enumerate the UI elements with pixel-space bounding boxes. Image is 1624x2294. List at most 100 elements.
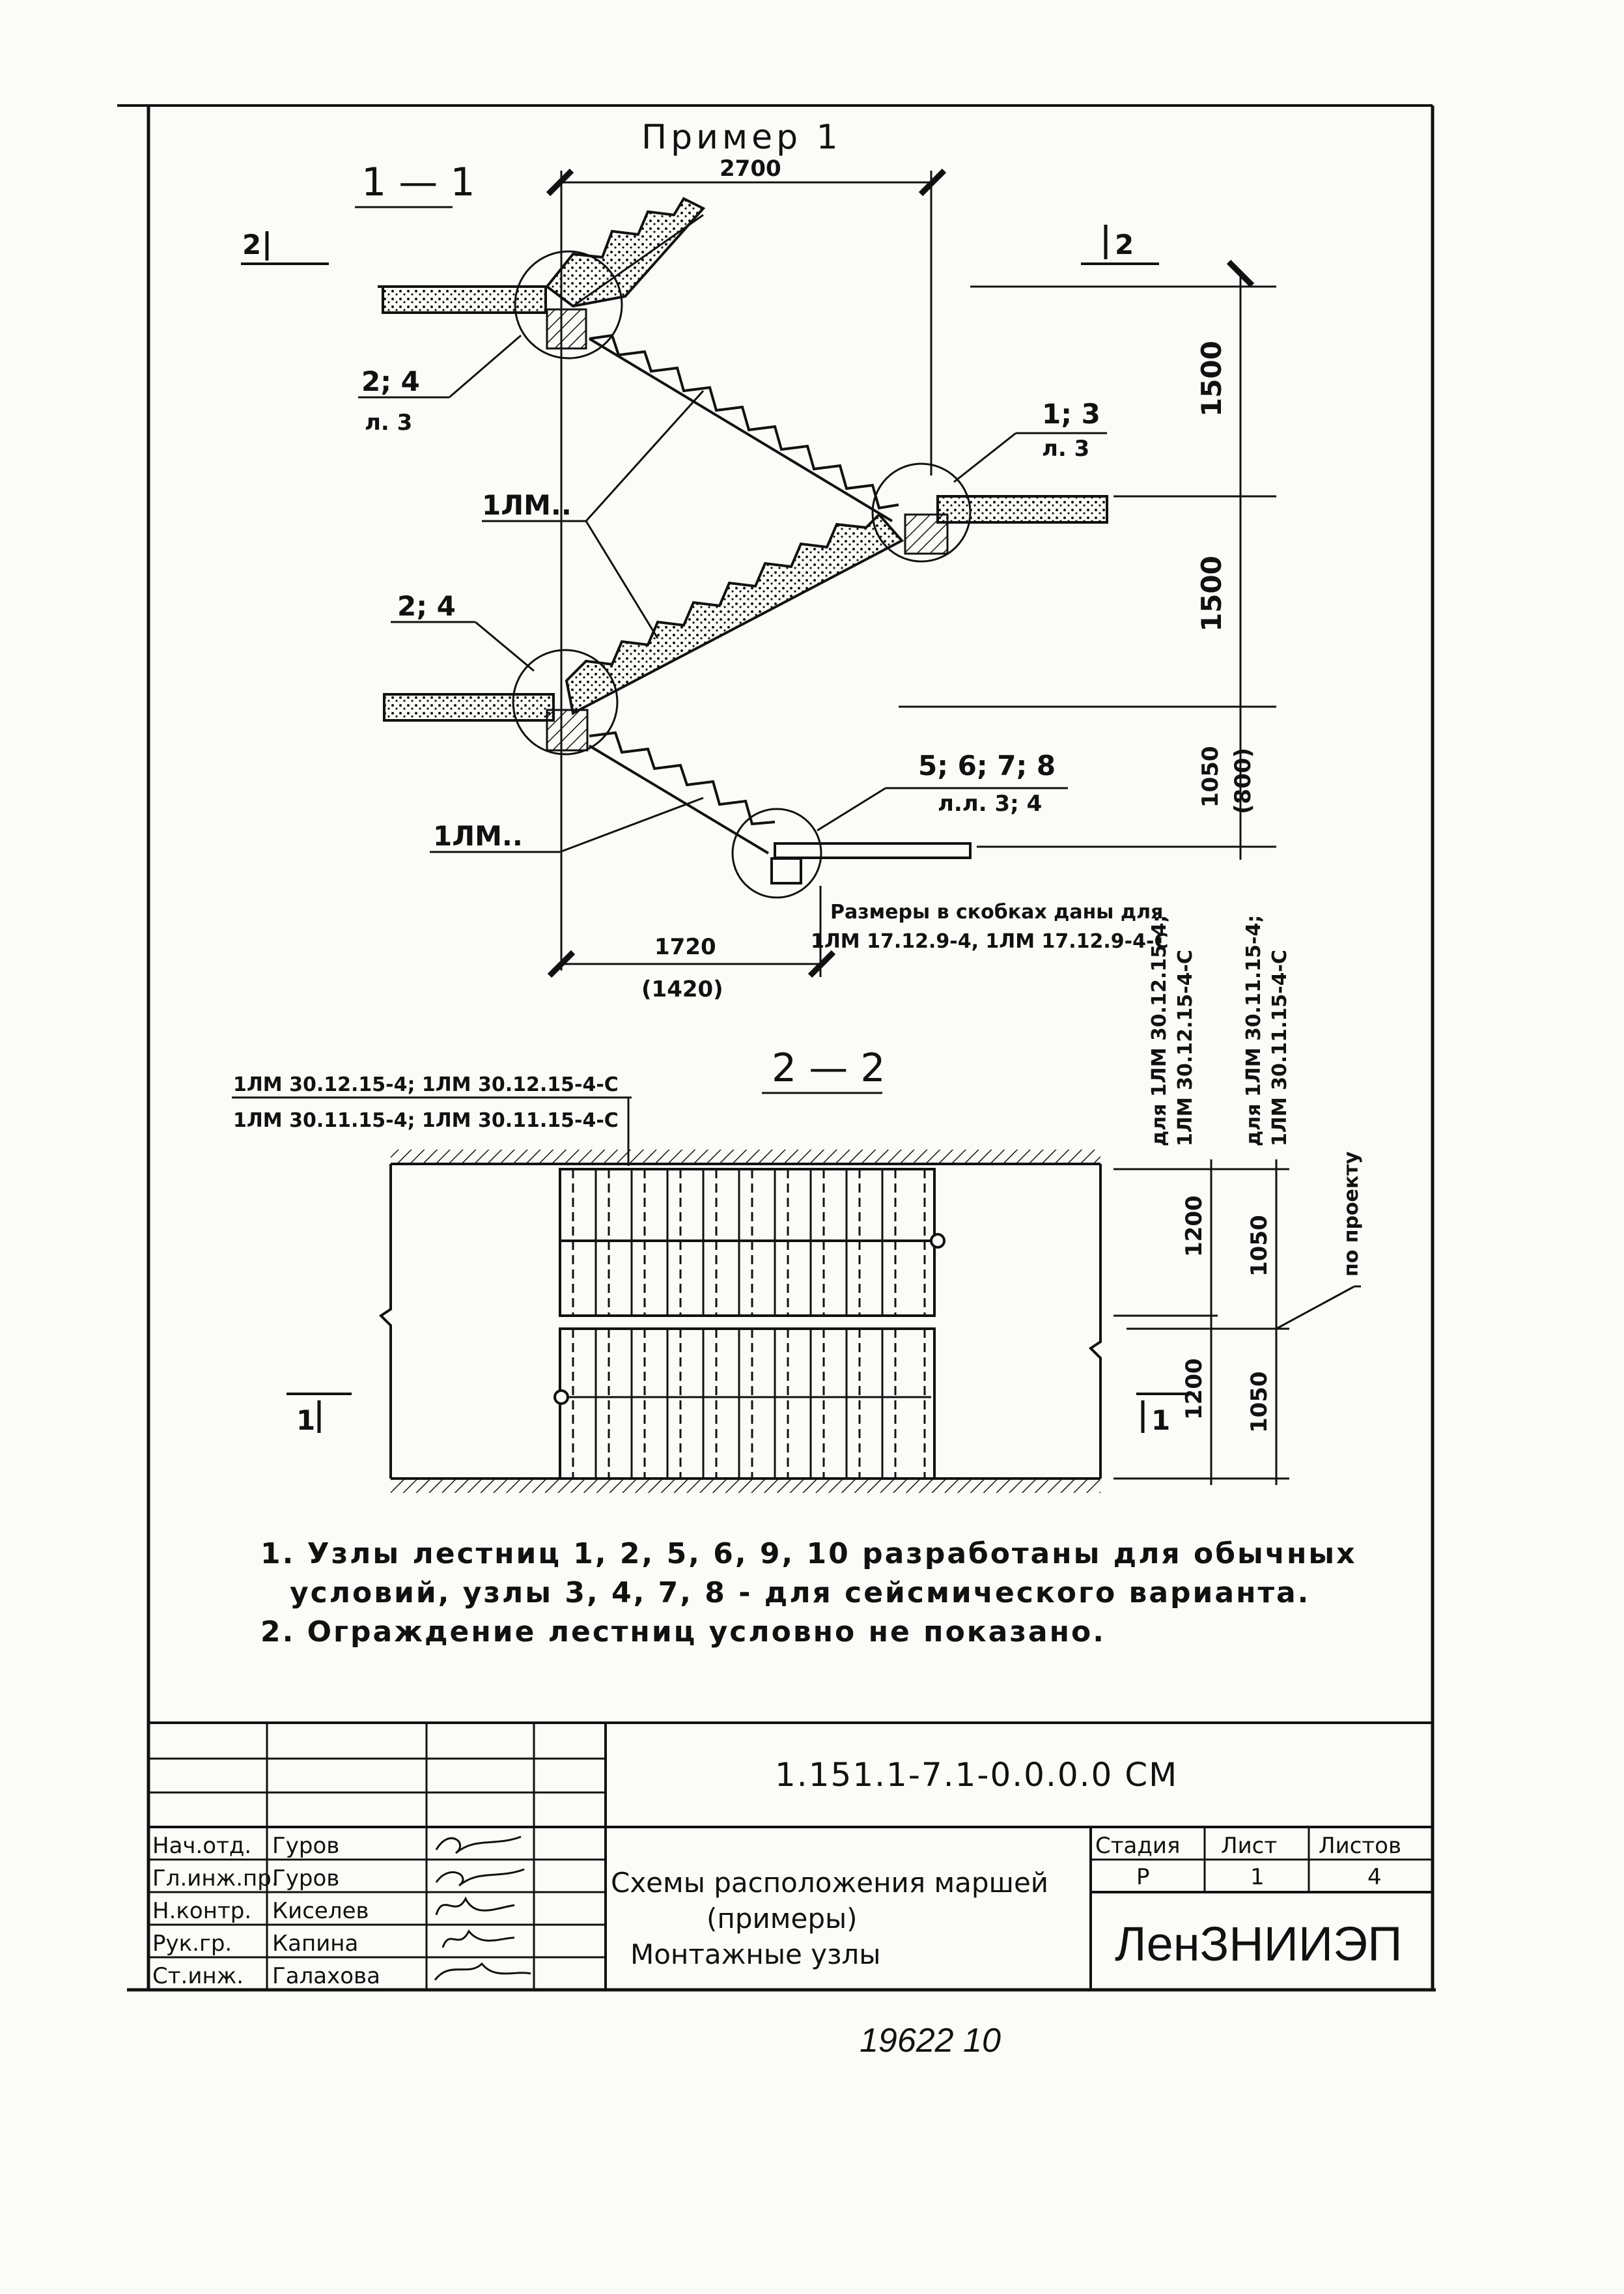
callout-top-left: 2; 4 л. 3 xyxy=(358,334,522,436)
example-title: Пример 1 xyxy=(641,118,842,157)
dim-v3: 1050 xyxy=(1197,746,1224,808)
node-circle-middle-left xyxy=(512,649,619,756)
svg-text:2; 4: 2; 4 xyxy=(397,590,456,622)
svg-text:1: 1 xyxy=(1151,1404,1170,1436)
sec2-label-top-2: 1ЛМ 30.11.15-4; 1ЛМ 30.11.15-4-С xyxy=(233,1109,619,1132)
node-circle-bottom xyxy=(731,808,822,899)
drawing-code: 1.151.1-7.1-0.0.0.0 СМ xyxy=(775,1756,1178,1794)
svg-text:Ст.инж.: Ст.инж. xyxy=(152,1963,244,1989)
svg-text:2: 2 xyxy=(1115,229,1134,261)
svg-text:л. 3: л. 3 xyxy=(365,410,412,436)
march-label-2: 1ЛМ.. xyxy=(430,797,704,853)
notes: 1. Узлы лестниц 1, 2, 5, 6, 9, 10 разраб… xyxy=(260,1537,1357,1649)
stage-header: Стадия xyxy=(1095,1833,1180,1859)
stage-value: Р xyxy=(1136,1864,1150,1890)
dim-bottom-value: 1720 xyxy=(654,934,716,960)
svg-text:1: 1 xyxy=(296,1404,315,1436)
sec2-dim-right-2: 1050 xyxy=(1246,1371,1272,1433)
march-plan-lower xyxy=(553,1327,936,1480)
landing-right xyxy=(904,495,1108,555)
dim-top-value: 2700 xyxy=(720,156,781,182)
note-line-1: 1. Узлы лестниц 1, 2, 5, 6, 9, 10 разраб… xyxy=(260,1537,1357,1570)
svg-text:Н.контр.: Н.контр. xyxy=(152,1898,251,1924)
stamp-title-3: Монтажные узлы xyxy=(630,1938,880,1970)
middle-landing-left xyxy=(383,693,555,722)
note-line-2: условий, узлы 3, 4, 7, 8 - для сейсмичес… xyxy=(290,1576,1310,1609)
svg-text:Киселев: Киселев xyxy=(272,1898,369,1924)
section-2-label: 2 — 2 xyxy=(772,1045,886,1091)
sec2-vert-label-1: для 1ЛМ 30.12.15-4; xyxy=(1148,915,1171,1146)
stamp-signatures xyxy=(434,1835,531,1981)
cut-mark-2-left: 2 xyxy=(241,229,329,265)
svg-text:5; 6; 7; 8: 5; 6; 7; 8 xyxy=(918,750,1056,782)
svg-text:Нач.отд.: Нач.отд. xyxy=(152,1833,251,1859)
stamp-roles: Нач.отд. Гл.инж.пр. Н.контр. Рук.гр. Ст.… xyxy=(152,1833,279,1989)
bottom-flight xyxy=(588,731,776,855)
sheet-header: Лист xyxy=(1221,1833,1277,1859)
sec2-vert-label-4: 1ЛМ 30.11.15-4-С xyxy=(1268,950,1291,1146)
svg-text:1ЛМ..: 1ЛМ.. xyxy=(433,820,523,852)
cut-mark-1-right: 1 xyxy=(1136,1393,1195,1436)
lower-flight xyxy=(565,513,904,716)
march-label-1: 1ЛМ.. xyxy=(482,389,705,639)
sheet-frame xyxy=(117,104,1436,1992)
sec2-vert-label-3: для 1ЛМ 30.11.15-4; xyxy=(1242,915,1265,1146)
section-1-label: 1 — 1 xyxy=(361,160,475,205)
dim-top-2700 xyxy=(546,168,947,970)
dim-vertical-right xyxy=(899,259,1276,860)
stairwell-walls xyxy=(378,1150,1102,1493)
title-block xyxy=(148,1721,1433,1990)
svg-text:Гуров: Гуров xyxy=(272,1865,339,1891)
svg-text:Капина: Капина xyxy=(272,1931,358,1957)
svg-text:Гуров: Гуров xyxy=(272,1833,339,1859)
svg-text:л.л. 3; 4: л.л. 3; 4 xyxy=(938,791,1042,817)
sec2-vert-label-5: по проекту xyxy=(1340,1151,1363,1277)
sec2-label-top-1: 1ЛМ 30.12.15-4; 1ЛМ 30.12.15-4-С xyxy=(233,1073,619,1096)
stamp-names: Гуров Гуров Киселев Капина Галахова xyxy=(272,1833,380,1989)
sec2-dim-right-1: 1050 xyxy=(1246,1215,1272,1277)
callout-middle-left: 2; 4 xyxy=(391,590,535,672)
note-line-3: 2. Ограждение лестниц условно не показан… xyxy=(260,1615,1106,1649)
node-circle-top-left xyxy=(514,250,623,360)
dim-v2: 1500 xyxy=(1196,556,1227,632)
cut-mark-2-right: 2 xyxy=(1081,225,1159,265)
sec2-dim-left-1: 1200 xyxy=(1181,1195,1207,1257)
node-support-top-left xyxy=(546,308,587,350)
svg-text:Рук.гр.: Рук.гр. xyxy=(152,1931,232,1957)
dim-bottom xyxy=(547,886,836,978)
doc-number: 19622 10 xyxy=(860,2022,1001,2060)
bracket-note-1: Размеры в скобках даны для xyxy=(830,901,1163,924)
stamp-title-1: Схемы расположения маршей xyxy=(611,1867,1048,1899)
section-2-2: 2 — 2 1ЛМ 30.12.15-4; 1ЛМ 30.12.15-4-С 1… xyxy=(232,915,1363,1493)
sec2-dim-left-2: 1200 xyxy=(1181,1358,1207,1420)
organization: ЛенЗНИИЭП xyxy=(1115,1917,1402,1971)
node-support-middle-left xyxy=(546,709,589,752)
sheets-value: 4 xyxy=(1367,1864,1382,1890)
upper-flight-top xyxy=(545,197,706,308)
dim-v1: 1500 xyxy=(1196,341,1227,417)
march-plan-upper xyxy=(559,1168,945,1317)
section-1-1: Пример 1 1 — 1 2 2 2700 xyxy=(241,118,1276,1002)
cut-mark-1-left: 1 xyxy=(287,1393,352,1436)
sec2-dims xyxy=(1113,1159,1361,1485)
callout-bottom-right: 5; 6; 7; 8 л.л. 3; 4 xyxy=(817,750,1068,832)
middle-flight xyxy=(588,333,899,522)
sheets-header: Листов xyxy=(1319,1833,1401,1859)
dim-bottom-alt: (1420) xyxy=(641,976,723,1002)
upper-landing-left xyxy=(378,285,547,314)
dim-v3-alt: (800) xyxy=(1230,748,1256,814)
sec2-vert-label-2: 1ЛМ 30.12.15-4-С xyxy=(1174,950,1197,1146)
svg-text:л. 3: л. 3 xyxy=(1042,436,1089,462)
sheet-value: 1 xyxy=(1250,1864,1265,1890)
svg-text:Гл.инж.пр.: Гл.инж.пр. xyxy=(152,1865,279,1891)
stamp-title-2: (примеры) xyxy=(707,1903,858,1934)
svg-text:2: 2 xyxy=(242,229,261,261)
svg-text:2; 4: 2; 4 xyxy=(361,365,420,397)
bracket-note-2: 1ЛМ 17.12.9-4, 1ЛМ 17.12.9-4-С xyxy=(811,930,1168,953)
svg-text:1; 3: 1; 3 xyxy=(1042,398,1100,430)
svg-text:Галахова: Галахова xyxy=(272,1963,380,1989)
svg-text:1ЛМ..: 1ЛМ.. xyxy=(482,489,572,521)
callout-top-right: 1; 3 л. 3 xyxy=(953,398,1107,483)
